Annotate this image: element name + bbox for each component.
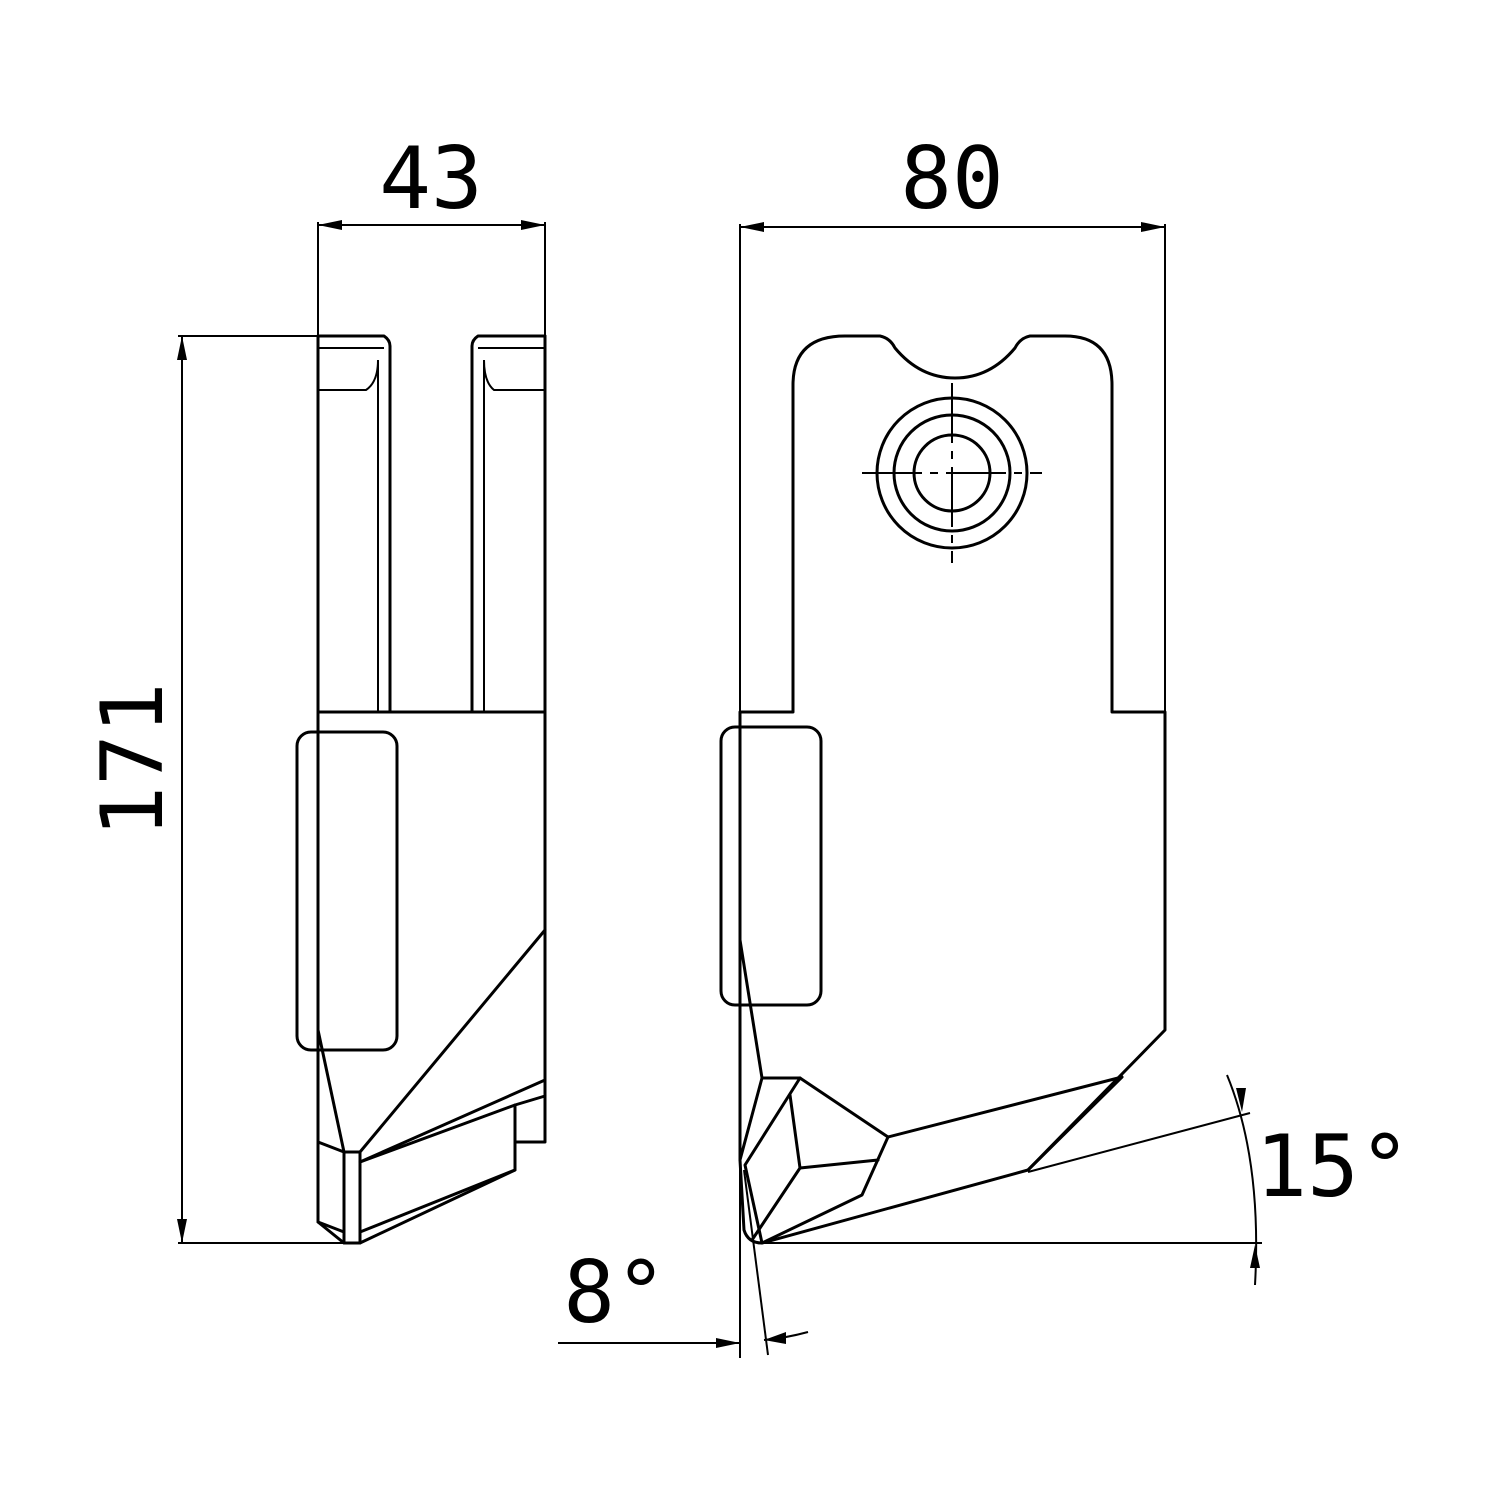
front-view-carbide-insert [743, 1076, 890, 1245]
dimension-80: 80 [739, 129, 1166, 712]
side-view [295, 334, 547, 1245]
side-view-carbide-insert [358, 1103, 517, 1234]
side-view-slot [316, 334, 547, 714]
side-view-outline [316, 334, 547, 1245]
dimension-43: 43 [317, 129, 546, 336]
front-view-outline [738, 334, 1167, 1245]
front-view [719, 334, 1167, 1245]
dimension-171: 171 [83, 335, 344, 1244]
dim-label-8-degrees: 8° [563, 1243, 667, 1343]
dim-label-43: 43 [379, 129, 483, 229]
dim-label-15-degrees: 15° [1255, 1117, 1410, 1217]
dim-label-80: 80 [900, 129, 1004, 229]
dimension-15-degrees: 15° [762, 1074, 1411, 1286]
dimension-8-degrees: 8° [558, 1160, 809, 1358]
front-view-hardfacing [719, 725, 823, 1007]
dim-label-171: 171 [83, 682, 183, 837]
side-view-hardfacing [295, 730, 399, 1052]
